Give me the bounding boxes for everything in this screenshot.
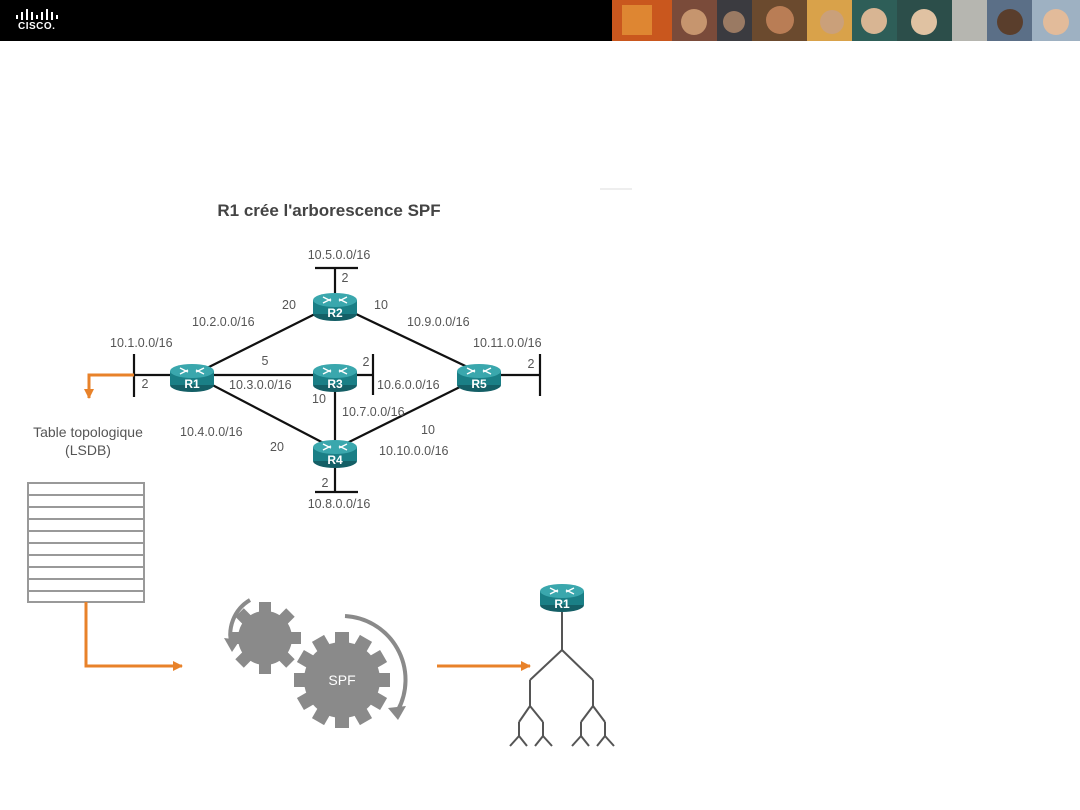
router-r2: R2 xyxy=(312,292,358,322)
router-r3-label: R3 xyxy=(327,377,343,391)
cost-r1-stub: 2 xyxy=(142,377,149,391)
cost-r1-r3: 5 xyxy=(262,354,269,368)
net-label-10-1: 10.1.0.0/16 xyxy=(110,336,173,350)
net-label-10-3: 10.3.0.0/16 xyxy=(229,378,292,392)
link-r1-r4 xyxy=(198,377,336,450)
lsdb-caption-line2: (LSDB) xyxy=(65,442,111,458)
spf-label: SPF xyxy=(328,672,355,688)
net-label-10-4: 10.4.0.0/16 xyxy=(180,425,243,439)
cost-r2-stub: 2 xyxy=(342,271,349,285)
router-r5: R5 xyxy=(456,363,502,393)
header-bar: CISCO. xyxy=(0,0,1080,41)
large-gear-rotation-arc xyxy=(344,614,408,711)
cost-r3-stub: 2 xyxy=(363,355,370,369)
brand-name: CISCO. xyxy=(18,21,56,32)
links xyxy=(132,266,542,494)
photo-strip-image xyxy=(612,0,1080,41)
net-label-10-7: 10.7.0.0/16 xyxy=(342,405,405,419)
small-gear-arrow-icon xyxy=(224,638,240,652)
cost-r1-r4: 20 xyxy=(270,440,284,454)
spf-tree xyxy=(509,612,615,747)
cost-r1-r2: 20 xyxy=(282,298,296,312)
router-r4-label: R4 xyxy=(327,453,343,467)
lsdb-caption-line1: Table topologique xyxy=(33,424,143,440)
link-r2-r5 xyxy=(334,303,479,373)
net-label-10-10: 10.10.0.0/16 xyxy=(379,444,449,458)
router-r3: R3 xyxy=(312,363,358,393)
net-label-10-11: 10.11.0.0/16 xyxy=(473,336,542,350)
small-gear-icon xyxy=(229,602,301,674)
large-gear-icon: SPF xyxy=(294,632,390,728)
arrow-to-spf xyxy=(84,602,183,671)
diagram-title: R1 crée l'arborescence SPF xyxy=(217,201,440,220)
cost-r2-r5: 10 xyxy=(374,298,388,312)
link-r1-r2 xyxy=(198,303,336,373)
router-r5-label: R5 xyxy=(471,377,487,391)
router-r4: R4 xyxy=(312,439,358,469)
cisco-logo-icon xyxy=(16,9,58,20)
router-r1: R1 xyxy=(169,363,215,393)
router-r2-label: R2 xyxy=(327,306,343,320)
net-label-10-2: 10.2.0.0/16 xyxy=(192,315,255,329)
router-r1-label: R1 xyxy=(184,377,200,391)
net-label-10-9: 10.9.0.0/16 xyxy=(407,315,470,329)
net-label-10-5: 10.5.0.0/16 xyxy=(308,248,371,262)
large-gear-arrow-icon xyxy=(388,706,406,720)
cost-r3-r4: 10 xyxy=(312,392,326,406)
cost-r5-stub: 2 xyxy=(528,357,535,371)
lsdb-table xyxy=(27,482,145,603)
tree-root-router: R1 xyxy=(539,583,585,613)
cost-r4-r5: 10 xyxy=(421,423,435,437)
tree-root-label: R1 xyxy=(554,597,570,611)
arrow-to-lsdb xyxy=(84,373,134,399)
net-label-10-6: 10.6.0.0/16 xyxy=(377,378,440,392)
cost-r4-stub: 2 xyxy=(322,476,329,490)
net-label-10-8: 10.8.0.0/16 xyxy=(308,497,371,511)
link-r4-r5 xyxy=(334,377,479,450)
